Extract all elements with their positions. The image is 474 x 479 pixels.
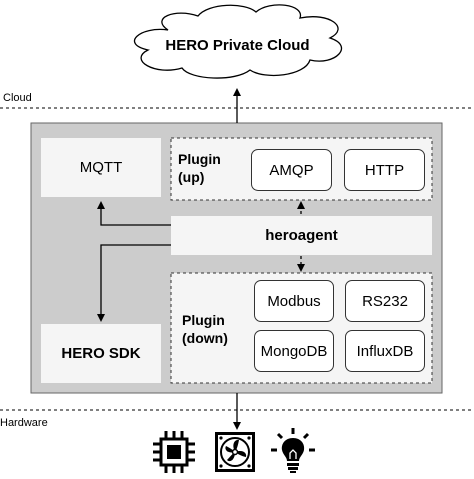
hardware-zone-label: Hardware: [0, 417, 48, 429]
hero-sdk-label: HERO SDK: [61, 345, 141, 362]
mqtt-label: MQTT: [79, 159, 123, 176]
chip-icon: [153, 431, 195, 473]
plugin-up-item-amqp: AMQP: [251, 149, 332, 191]
heroagent-label: heroagent: [265, 227, 338, 244]
cloud-shape: [134, 4, 343, 79]
plugin-down-item-modbus: Modbus: [254, 280, 334, 322]
cloud-zone-label: Cloud: [3, 92, 32, 104]
plugin-down-item-rs232: RS232: [345, 280, 425, 322]
mqtt-box: MQTT: [41, 138, 161, 197]
plugin-up-item-http: HTTP: [344, 149, 425, 191]
hero-sdk-box: HERO SDK: [41, 324, 161, 383]
plugin-up-title-line1: Plugin: [178, 151, 221, 167]
plugin-down-item-mongodb: MongoDB: [254, 330, 334, 372]
fan-icon: [215, 432, 255, 472]
plugin-up-title-line2: (up): [178, 169, 205, 185]
arrow-agent-to-sdk: [97, 244, 171, 322]
plugin-down-title-line1: Plugin: [182, 312, 225, 328]
plugin-down-title: Plugin (down): [182, 311, 228, 347]
cloud-label: HERO Private Cloud: [165, 36, 310, 54]
plugin-down-item-influxdb: InfluxDB: [345, 330, 425, 372]
plugin-up-title: Plugin (up): [178, 150, 221, 186]
lightbulb-icon: [271, 428, 315, 473]
arrow-agent-to-mqtt: [97, 201, 171, 226]
heroagent-box: heroagent: [171, 216, 432, 255]
plugin-down-title-line2: (down): [182, 330, 228, 346]
